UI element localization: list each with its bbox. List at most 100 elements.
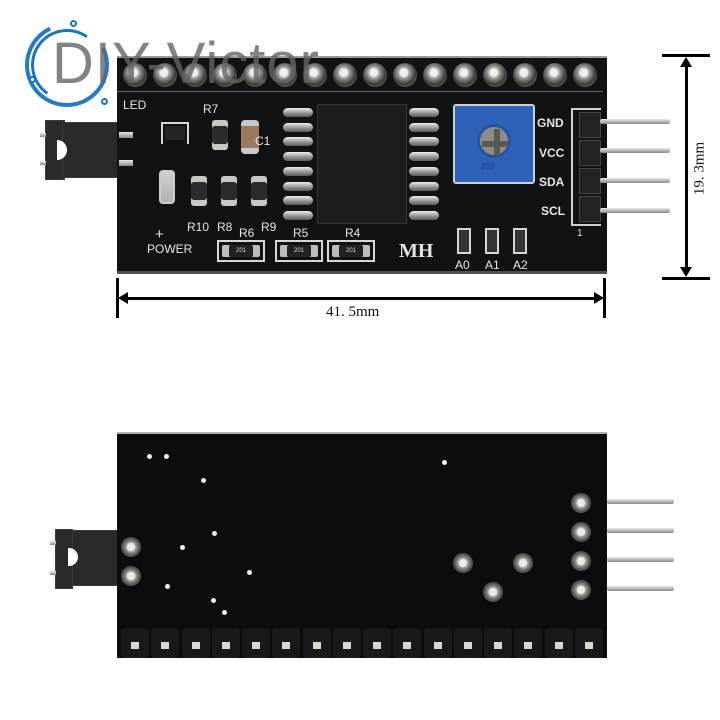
watermark-dot-icon <box>29 76 36 83</box>
jumper-pin <box>50 541 56 545</box>
header-pad <box>273 62 297 87</box>
pin-vcc <box>600 148 670 153</box>
header-pad <box>153 62 177 87</box>
i2c-thru-hole <box>571 493 591 513</box>
via <box>211 598 216 603</box>
capacitor-c1 <box>241 120 259 154</box>
lcd-header-pads-bottom <box>117 626 607 660</box>
header-pad <box>423 62 447 87</box>
resistor-r8 <box>221 176 237 206</box>
silk-pin1: 1 <box>577 228 583 239</box>
jumper-notch <box>57 140 67 160</box>
pin-bottom <box>607 528 674 533</box>
addr-pad-a1 <box>485 228 499 254</box>
jumper-housing-bottom <box>72 530 118 586</box>
silk-power-plus: + <box>155 226 164 243</box>
via <box>147 454 152 459</box>
via <box>164 454 169 459</box>
pin-sda <box>600 178 670 183</box>
pot-knob-icon[interactable] <box>477 124 511 158</box>
jumper-notch-bottom <box>68 548 78 566</box>
pin-gnd <box>600 119 670 124</box>
silk-r8: R8 <box>217 220 233 234</box>
pcb-bottom-view <box>117 432 607 658</box>
via <box>442 460 447 465</box>
addr-pad-a0 <box>457 228 471 254</box>
silk-a0: A0 <box>455 258 470 272</box>
arrow-left-icon <box>118 292 128 304</box>
header-pin <box>119 132 133 138</box>
silk-r10: R10 <box>187 220 210 234</box>
silk-a1: A1 <box>485 258 500 272</box>
pot-label: 203 <box>481 162 495 171</box>
watermark-text: DIY-Victor <box>52 31 320 96</box>
pin-bottom <box>607 499 674 504</box>
jumper-pin <box>40 133 46 137</box>
ic-left-pins <box>283 108 313 220</box>
watermark-dot-icon <box>101 98 108 105</box>
watermark-dot-icon <box>70 20 77 27</box>
silk-c1: C1 <box>255 134 271 148</box>
power-led <box>159 170 175 204</box>
jumper-thru-hole <box>121 537 141 557</box>
header-pad <box>303 62 327 87</box>
arrow-up-icon <box>680 57 692 67</box>
pcf8574-chip <box>317 104 407 224</box>
pot-thru-hole <box>513 553 533 573</box>
jumper-pin <box>40 161 46 165</box>
via <box>247 570 252 575</box>
jumper-housing <box>62 122 120 178</box>
i2c-thru-hole <box>571 551 591 571</box>
lcd-header-pads <box>117 58 603 92</box>
pot-thru-hole <box>453 553 473 573</box>
jumper-thru-hole <box>121 566 141 586</box>
via <box>222 610 227 615</box>
dim-height-bottom-tick <box>662 277 710 280</box>
dim-width-right-tick <box>603 278 606 318</box>
silk-vcc: VCC <box>539 146 565 160</box>
resistor-r7 <box>212 120 228 150</box>
header-pad <box>453 62 477 87</box>
i2c-thru-hole <box>571 522 591 542</box>
silk-maker-mh: MH <box>399 240 434 262</box>
i2c-pin-header <box>571 108 601 226</box>
header-pad <box>393 62 417 87</box>
pin-bottom <box>607 586 674 591</box>
silk-r4: R4 <box>345 226 361 240</box>
dim-height-top-tick <box>662 54 710 57</box>
resistor-r9 <box>251 176 267 206</box>
dim-width-line <box>122 297 600 300</box>
silk-a2: A2 <box>513 258 528 272</box>
transistor <box>165 126 185 140</box>
silk-sda: SDA <box>539 175 565 189</box>
header-pad <box>363 62 387 87</box>
header-pad <box>183 62 207 87</box>
header-pin <box>119 160 133 166</box>
silk-gnd: GND <box>537 116 564 130</box>
silk-r9: R9 <box>261 220 277 234</box>
header-pad <box>213 62 237 87</box>
via <box>201 478 206 483</box>
silk-scl: SCL <box>541 204 565 218</box>
silk-r6: R6 <box>239 226 255 240</box>
silk-r5: R5 <box>293 226 309 240</box>
arrow-down-icon <box>680 267 692 277</box>
header-pad <box>573 62 597 87</box>
silk-led: LED <box>123 98 147 112</box>
resistor-r10 <box>191 176 207 206</box>
contrast-potentiometer[interactable]: 203 <box>453 104 535 184</box>
via <box>212 531 217 536</box>
resistor-r5: 201 <box>275 240 323 262</box>
dim-height-line <box>685 62 688 272</box>
ic-right-pins <box>409 108 439 220</box>
header-pad <box>123 62 147 87</box>
via <box>165 584 170 589</box>
dim-width-label: 41. 5mm <box>326 304 380 320</box>
pcb-top-view: LED R7 C1 R10 R8 R9 + POWER R6 R5 R4 201… <box>117 56 607 274</box>
arrow-right-icon <box>594 292 604 304</box>
i2c-thru-hole <box>571 580 591 600</box>
pin-bottom <box>607 557 674 562</box>
addr-pad-a2 <box>513 228 527 254</box>
pin-scl <box>600 208 670 213</box>
resistor-r4: 201 <box>327 240 375 262</box>
